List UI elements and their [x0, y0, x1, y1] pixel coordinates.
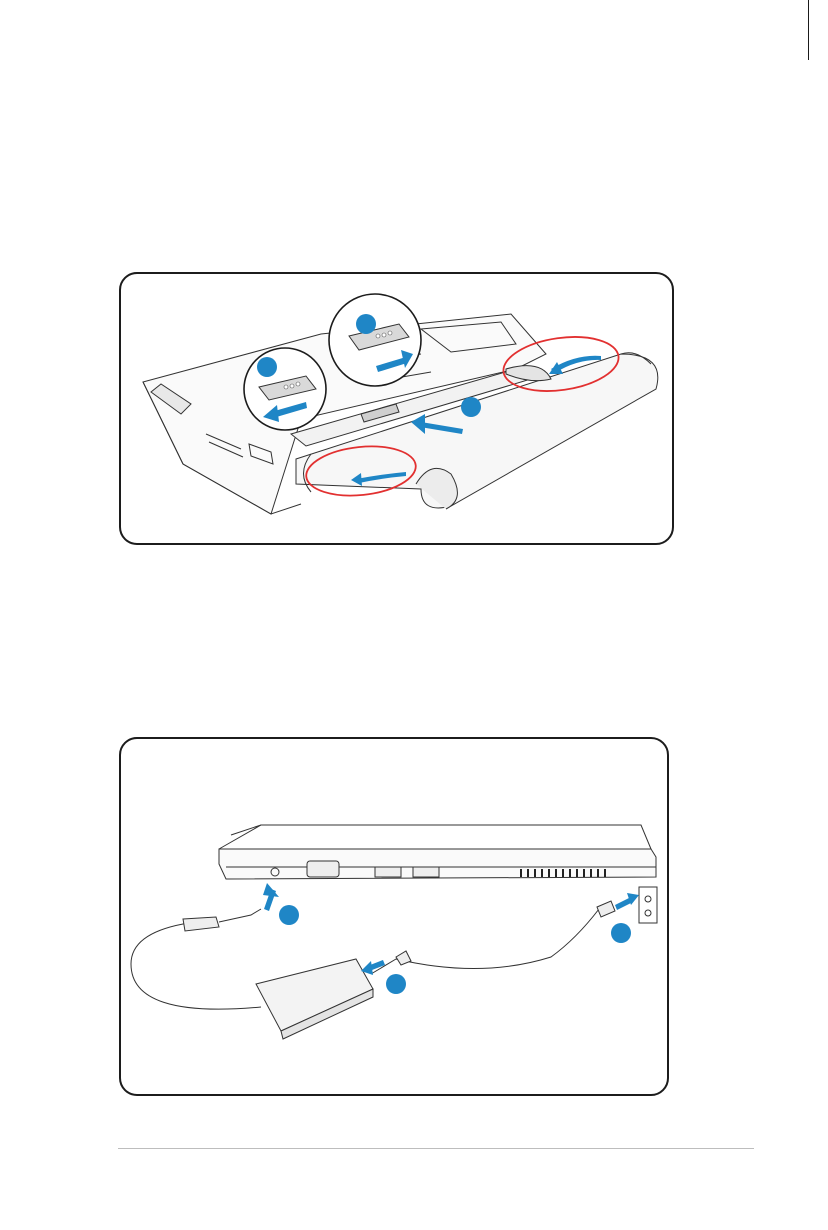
battery-installation-illustration	[121, 274, 672, 543]
top-edge-rule	[808, 0, 809, 60]
power-adapter-figure	[119, 737, 669, 1096]
power-adapter-illustration	[121, 739, 667, 1094]
footer-rule	[118, 1148, 754, 1149]
battery-installation-figure	[119, 272, 674, 545]
